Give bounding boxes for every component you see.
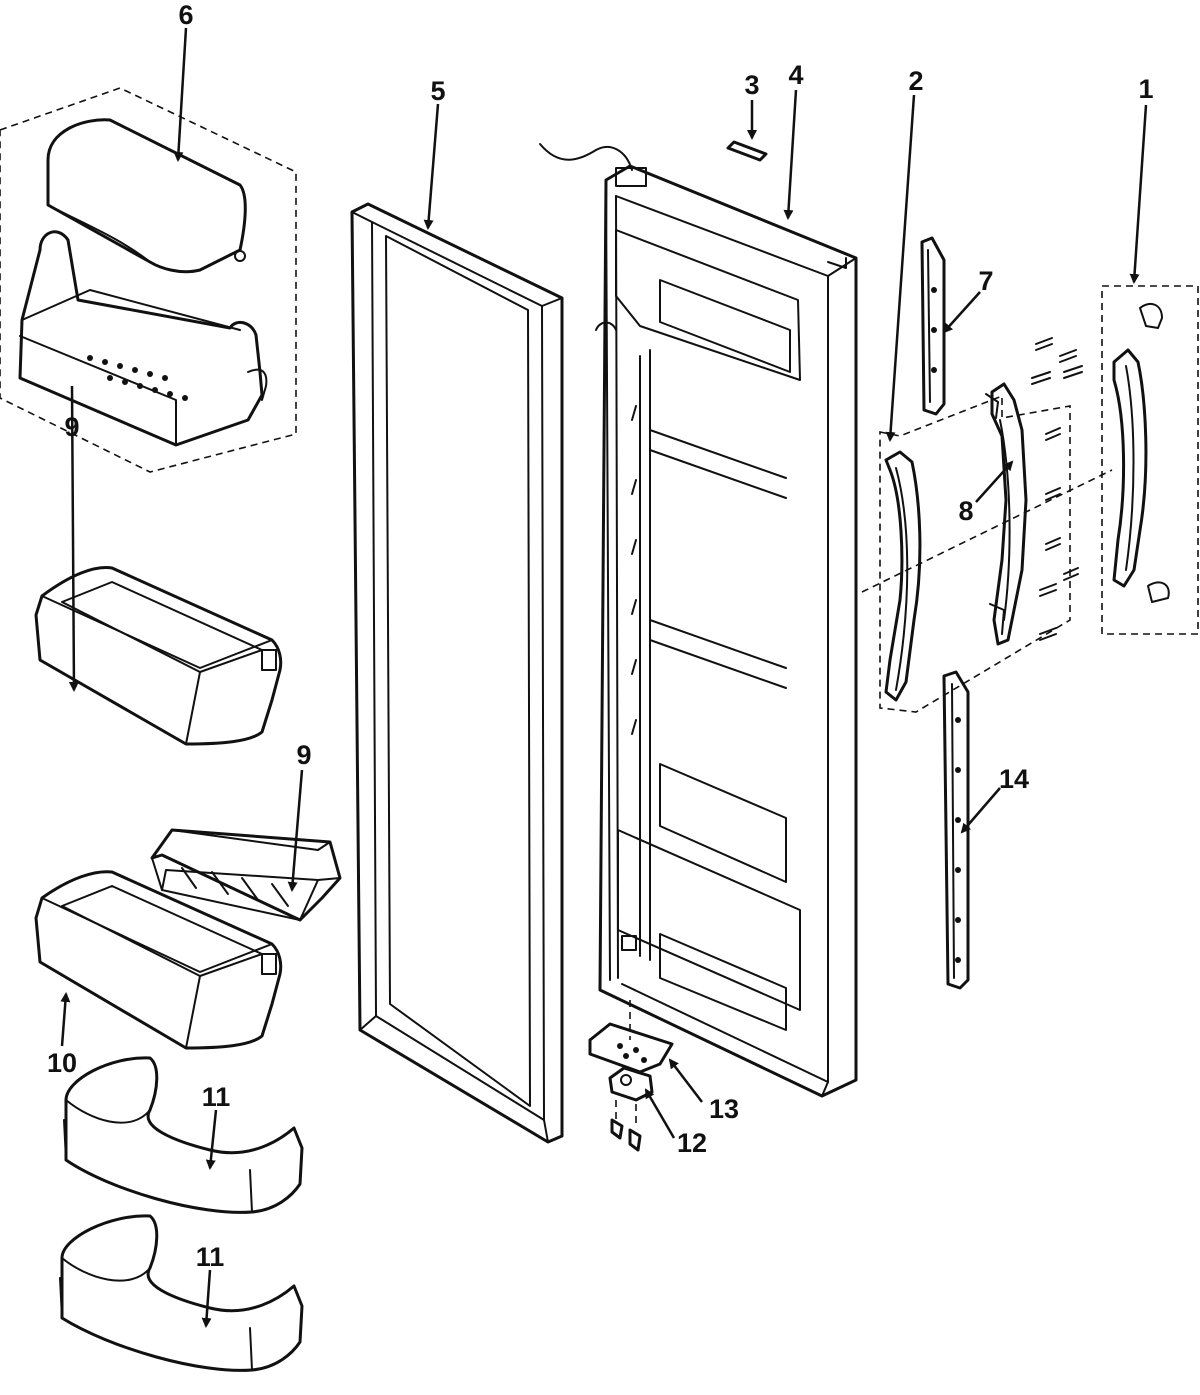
- door-gasket: [350, 202, 564, 1144]
- callout-9-lower: 10: [47, 1048, 77, 1078]
- door-liner: [539, 143, 858, 1098]
- callout-leaders: [60, 27, 1148, 1328]
- callout-4: 4: [788, 60, 803, 90]
- callout-14: 14: [999, 764, 1029, 794]
- door-bin-lower: [34, 870, 283, 1050]
- handle-screws: [1031, 337, 1083, 641]
- callout-7: 7: [978, 266, 993, 296]
- callout-12: 12: [677, 1128, 707, 1158]
- callout-9-upper: 9: [64, 412, 79, 442]
- callout-10: 9: [296, 740, 311, 770]
- door-switch-part: [726, 140, 768, 162]
- handle-trim-upper: [920, 236, 946, 416]
- door-bin-shallow: [150, 828, 342, 922]
- door-shelf-upper: [63, 1056, 304, 1214]
- callout-6: 6: [178, 0, 193, 30]
- handle-bracket: [985, 382, 1028, 646]
- callout-11-lower: 11: [196, 1242, 225, 1272]
- callout-1: 1: [1138, 74, 1153, 104]
- callout-5: 5: [430, 76, 445, 106]
- door-handle-assembly: [861, 394, 1113, 713]
- callout-3: 3: [744, 70, 759, 100]
- callout-2: 2: [908, 66, 923, 96]
- callout-13: 13: [709, 1094, 739, 1124]
- dairy-bin-assembly: [0, 87, 297, 473]
- door-shelf-lower: [59, 1214, 304, 1372]
- callout-8: 8: [958, 496, 973, 526]
- callout-labels: 1 2 3 4 5 6 7 8 9 9 10 11 11 12 13 14: [47, 0, 1154, 1272]
- handle-trim-lower: [942, 670, 970, 990]
- handle-cover-assembly: [1101, 285, 1199, 635]
- callout-11-upper: 11: [202, 1082, 231, 1112]
- lower-hinge-assembly: [588, 1000, 674, 1152]
- door-bin-upper: [34, 565, 283, 746]
